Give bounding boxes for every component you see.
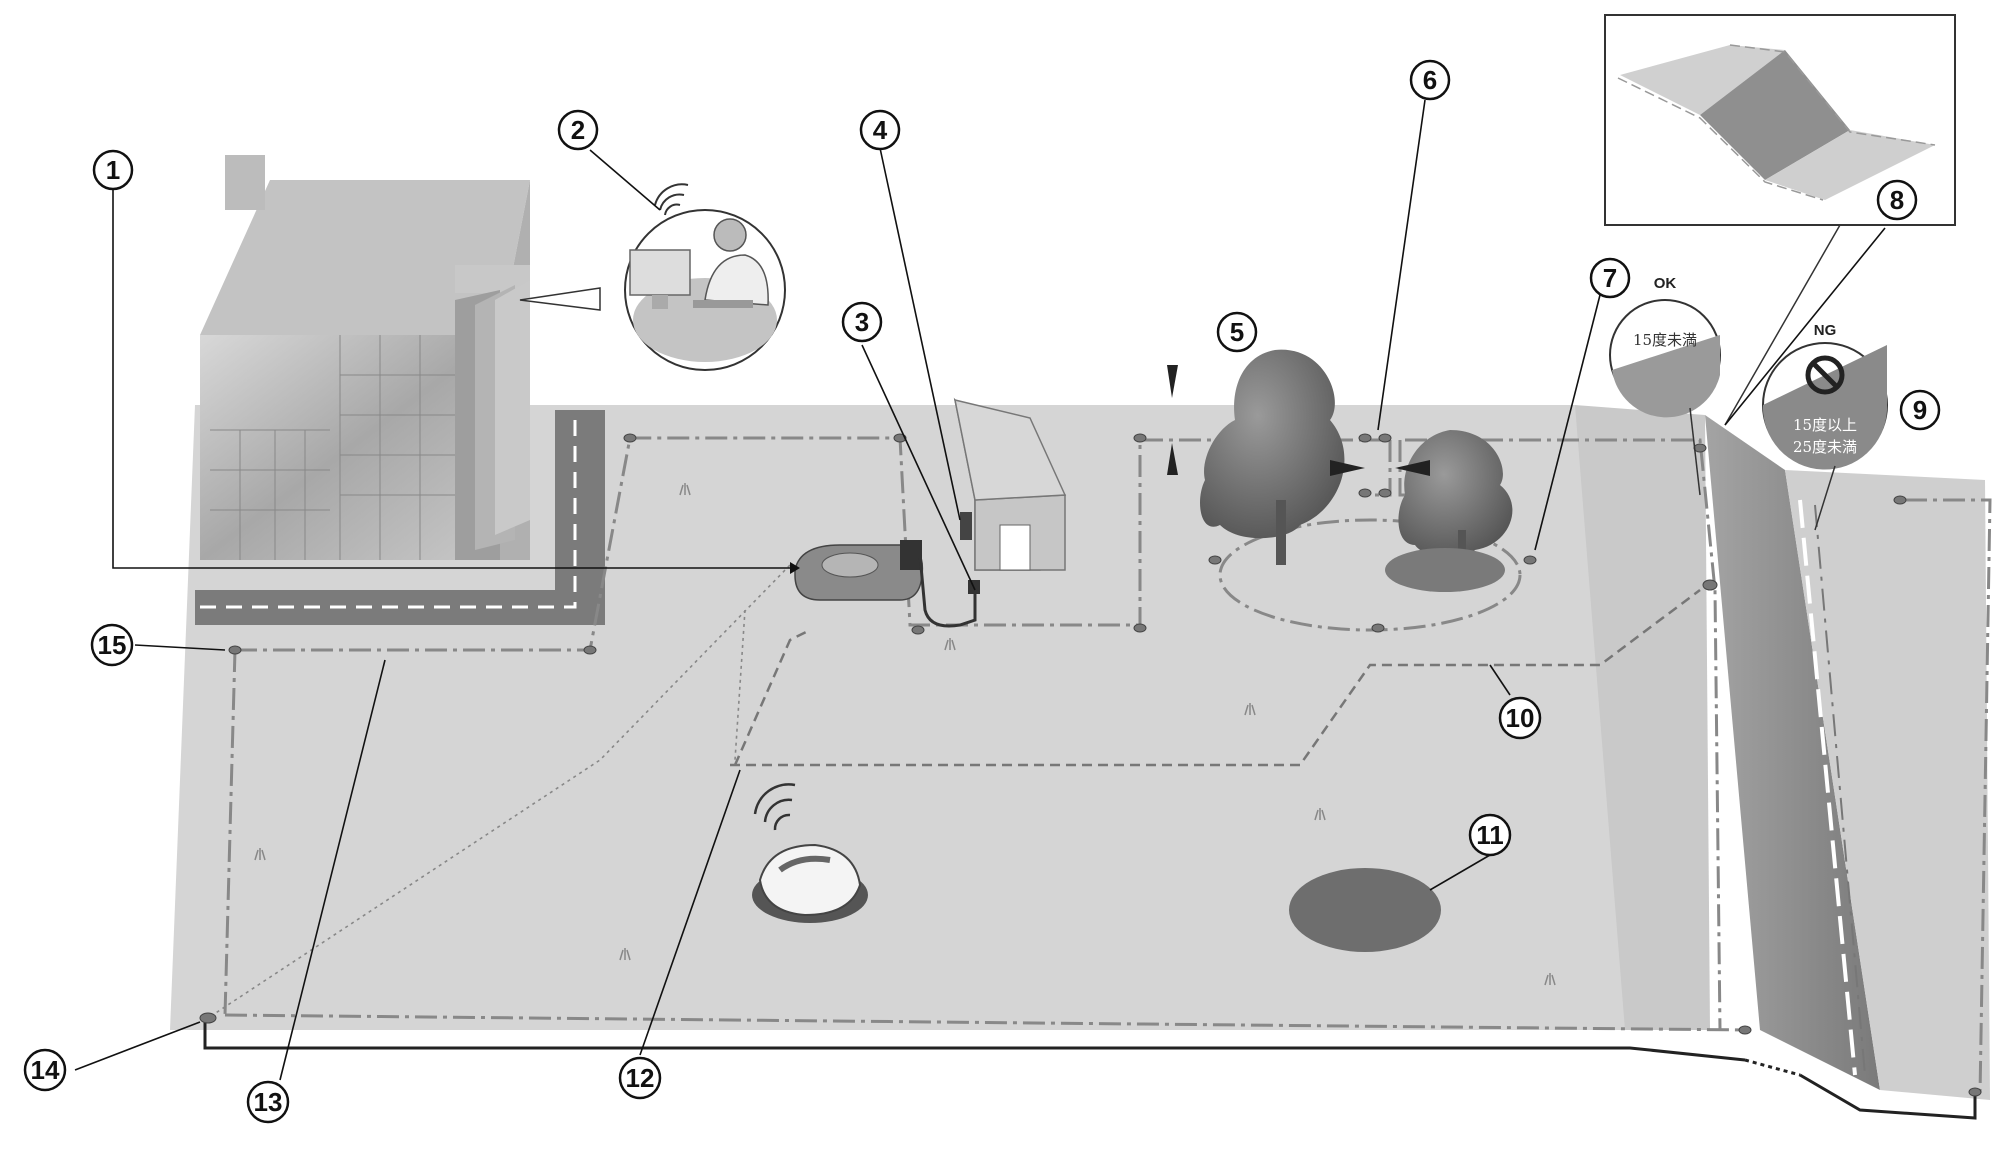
- travel-path: [730, 589, 1701, 767]
- callout-14: 14: [23, 1048, 67, 1092]
- leader-lines: [74, 99, 1886, 1081]
- callout-13: 13: [246, 1080, 290, 1124]
- wifi-icon: [753, 783, 796, 831]
- house-icon: [200, 155, 530, 560]
- callout-10: 10: [1498, 696, 1542, 740]
- slope-ok-text: 15度未満: [1633, 331, 1697, 349]
- svg-text:13: 13: [254, 1087, 283, 1117]
- slope-ok-tag: OK: [1654, 275, 1677, 292]
- shed-icon: [953, 397, 1067, 571]
- grass-tufts: [254, 483, 1556, 986]
- slope-ng-badge: NG 15度以上 25度未満: [1762, 322, 1888, 531]
- slope-ng-tag: NG: [1814, 322, 1837, 339]
- callout-12: 12: [618, 1056, 662, 1100]
- svg-text:3: 3: [855, 307, 869, 337]
- svg-text:4: 4: [873, 115, 888, 145]
- callout-11: 11: [1468, 813, 1512, 857]
- svg-text:5: 5: [1230, 317, 1244, 347]
- svg-text:6: 6: [1423, 65, 1437, 95]
- callout-9: 9: [1899, 389, 1941, 431]
- no-entry-icon: [1805, 355, 1845, 395]
- charging-station-icon: [794, 540, 980, 628]
- robot-mower-icon: [752, 843, 868, 923]
- callout-15: 15: [90, 623, 134, 667]
- slope-ng-text-2: 25度未満: [1793, 438, 1857, 456]
- slope-inset: [1604, 14, 1956, 426]
- svg-text:15: 15: [98, 630, 127, 660]
- callout-8: 8: [1876, 179, 1918, 221]
- svg-text:10: 10: [1506, 703, 1535, 733]
- callout-6: 6: [1409, 59, 1451, 101]
- callout-5: 5: [1216, 311, 1258, 353]
- callout-1: 1: [92, 149, 134, 191]
- person-at-computer-icon: [519, 209, 786, 371]
- callout-3: 3: [841, 301, 883, 343]
- svg-text:2: 2: [571, 115, 585, 145]
- driveway: [195, 410, 605, 625]
- callout-2: 2: [557, 109, 599, 151]
- gap-arrows: [1167, 365, 1430, 476]
- guide-wire: [733, 628, 811, 766]
- callout-7: 7: [1589, 257, 1631, 299]
- wifi-icon: [654, 183, 689, 216]
- svg-text:11: 11: [1476, 820, 1504, 850]
- svg-text:1: 1: [106, 155, 120, 185]
- boundary-wire: [223, 436, 1992, 1096]
- svg-text:12: 12: [626, 1063, 655, 1093]
- steep-slope: [1705, 415, 1880, 1090]
- svg-text:8: 8: [1890, 185, 1904, 215]
- slope-ng-text-1: 15度以上: [1793, 416, 1857, 434]
- svg-text:14: 14: [31, 1055, 60, 1085]
- tree-icon: [1200, 349, 1345, 565]
- callout-4: 4: [859, 109, 901, 151]
- svg-text:9: 9: [1913, 395, 1927, 425]
- wire-pegs: [199, 433, 1982, 1097]
- slope-ok-badge: OK 15度未満: [1609, 275, 1721, 496]
- svg-text:7: 7: [1603, 263, 1617, 293]
- lawn-area: [170, 405, 1990, 1120]
- obstacle-area: [1289, 868, 1441, 952]
